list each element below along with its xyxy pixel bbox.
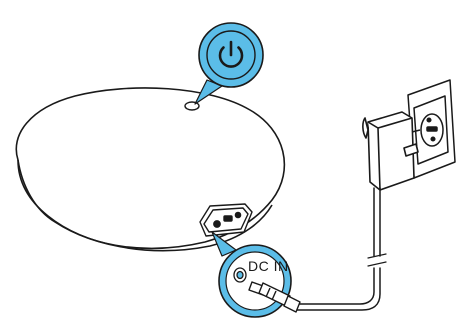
- power-adapter: [362, 111, 421, 191]
- power-cable: [295, 187, 387, 311]
- power-callout: [194, 22, 264, 105]
- wall-socket: [407, 79, 456, 179]
- rear-connector-panel: [199, 203, 253, 237]
- dc-in-callout: DC IN: [211, 231, 301, 318]
- power-icon: [218, 40, 244, 68]
- dc-jack-icon: [233, 267, 247, 283]
- dc-in-label: DC IN: [248, 258, 289, 274]
- dc-plug: [248, 281, 301, 313]
